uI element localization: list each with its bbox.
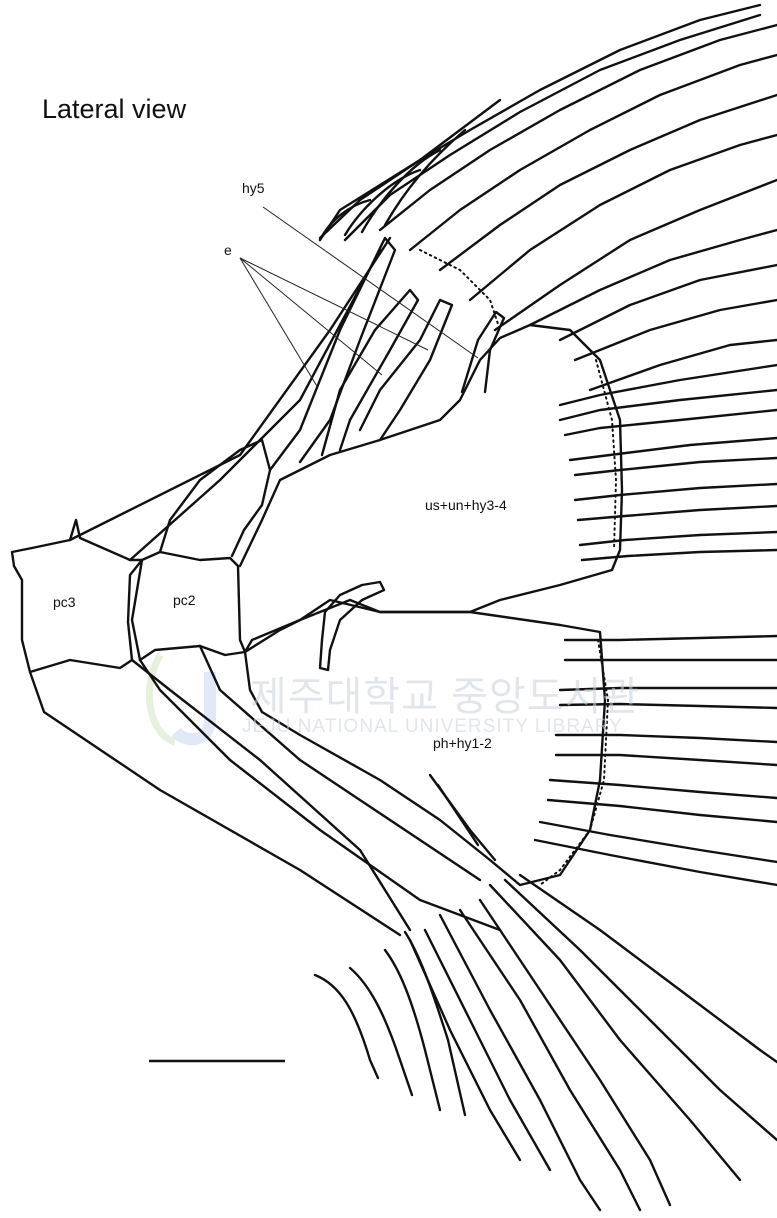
lower-fin-rays [410,875,777,1210]
figure-title: Lateral view [42,94,186,125]
epural-1 [270,238,395,470]
ventral-procurrent-rays [315,932,465,1115]
parhypural-process [320,582,384,670]
label-hy5: hy5 [242,180,265,196]
watermark-korean-text: 제주대학교 중앙도서관 [250,664,640,722]
upper-fin-rays [320,5,777,390]
label-pc3: pc3 [53,594,76,610]
middle-fin-rays [535,365,777,885]
label-pc2: pc2 [173,592,196,608]
pc3-outline [12,520,142,672]
label-ph-hy1-2: ph+hy1-2 [433,735,492,751]
label-e: e [224,242,232,258]
label-us-un-hy3-4: us+un+hy3-4 [425,497,507,513]
hypural-ridge-2 [438,785,478,845]
